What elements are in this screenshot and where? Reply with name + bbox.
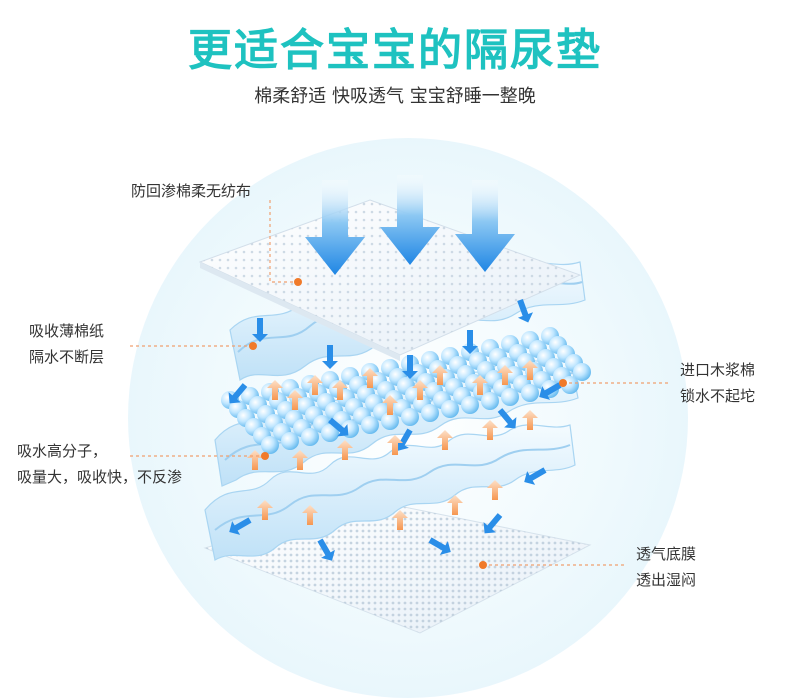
orange-up-arrow-icon <box>302 505 318 525</box>
leader-dots <box>249 278 567 569</box>
blue-flow-arrow-icon <box>402 355 418 379</box>
bead <box>481 392 499 410</box>
blue-flow-arrow-icon <box>517 298 533 323</box>
orange-up-arrow-icon <box>332 380 348 400</box>
blue-flow-arrow-icon <box>328 417 349 437</box>
bead <box>421 404 439 422</box>
orange-up-arrow-icon <box>287 390 303 410</box>
down-arrow-icon <box>305 180 365 275</box>
orange-up-arrow-icon <box>257 500 273 520</box>
top-sheet-layer <box>198 199 582 361</box>
orange-up-arrow-icon <box>432 365 448 385</box>
bead <box>381 412 399 430</box>
bead <box>361 416 379 434</box>
label-tissue: 吸收薄棉纸 隔水不断层 <box>29 322 105 366</box>
blue-flow-arrow-icon <box>497 408 517 429</box>
downward-arrows <box>305 175 515 275</box>
blue-flow-arrow-icon <box>483 513 503 534</box>
orange-up-arrow-icon <box>267 380 283 400</box>
blue-flow-arrow-icon <box>229 517 252 535</box>
orange-up-arrow-icon <box>482 420 498 440</box>
blue-flow-arrow-icon <box>317 538 335 561</box>
orange-up-arrow-icon <box>487 480 503 500</box>
orange-up-arrow-icon <box>307 375 323 395</box>
bead <box>441 400 459 418</box>
leader-lines <box>130 200 670 566</box>
label-top-sheet: 防回渗棉柔无纺布 <box>131 182 252 200</box>
orange-up-arrow-icon <box>497 365 513 385</box>
blue-flow-arrow-icon <box>395 428 413 451</box>
orange-up-arrow-icon <box>382 395 398 415</box>
orange-up-arrow-icon <box>247 450 263 470</box>
orange-up-arrow-icon <box>472 375 488 395</box>
blue-flow-arrow-icon <box>252 318 268 342</box>
blue-flow-arrow-icon <box>524 467 547 485</box>
orange-up-arrow-icon <box>437 430 453 450</box>
orange-up-arrow-icon <box>412 380 428 400</box>
label-film: 透气底膜 透出湿闷 <box>636 545 697 589</box>
blue-flow-arrow-icon <box>322 345 338 369</box>
orange-up-arrow-icon <box>337 440 353 460</box>
bead <box>281 432 299 450</box>
leader-dot-top-sheet <box>294 278 302 286</box>
bead <box>461 396 479 414</box>
label-sap: 吸水高分子， 吸量大，吸收快，不反渗 <box>17 442 183 486</box>
bead <box>521 384 539 402</box>
blue-flow-arrow-icon <box>539 382 562 400</box>
orange-up-arrow-icon <box>362 368 378 388</box>
bead <box>501 388 519 406</box>
orange-up-arrow-icon <box>387 435 403 455</box>
blue-flow-arrow-icon <box>228 383 248 404</box>
leader-dot-pulp <box>559 379 567 387</box>
flow-arrows <box>228 298 562 561</box>
leader-dot-tissue <box>249 342 257 350</box>
leader-dot-sap <box>261 452 269 460</box>
lower-wavy-layer <box>204 424 576 561</box>
down-arrow-icon <box>455 180 515 272</box>
blue-flow-arrow-icon <box>428 537 451 555</box>
down-arrow-icon <box>380 175 440 265</box>
bead <box>261 436 279 454</box>
leader-dot-film <box>479 561 487 569</box>
orange-up-arrow-icon <box>447 495 463 515</box>
label-pulp: 进口木浆棉 锁水不起坨 <box>680 361 756 405</box>
bead <box>401 408 419 426</box>
orange-up-arrow-icon <box>522 360 538 380</box>
bead <box>573 363 591 381</box>
orange-up-arrow-icon <box>522 410 538 430</box>
orange-up-arrow-icon <box>292 450 308 470</box>
bead <box>301 428 319 446</box>
blue-flow-arrow-icon <box>462 330 478 354</box>
page-title: 更适合宝宝的隔尿垫 <box>188 25 602 76</box>
bead <box>321 424 339 442</box>
orange-up-arrow-icon <box>392 510 408 530</box>
page-subtitle: 棉柔舒适 快吸透气 宝宝舒睡一整晚 <box>254 86 536 107</box>
